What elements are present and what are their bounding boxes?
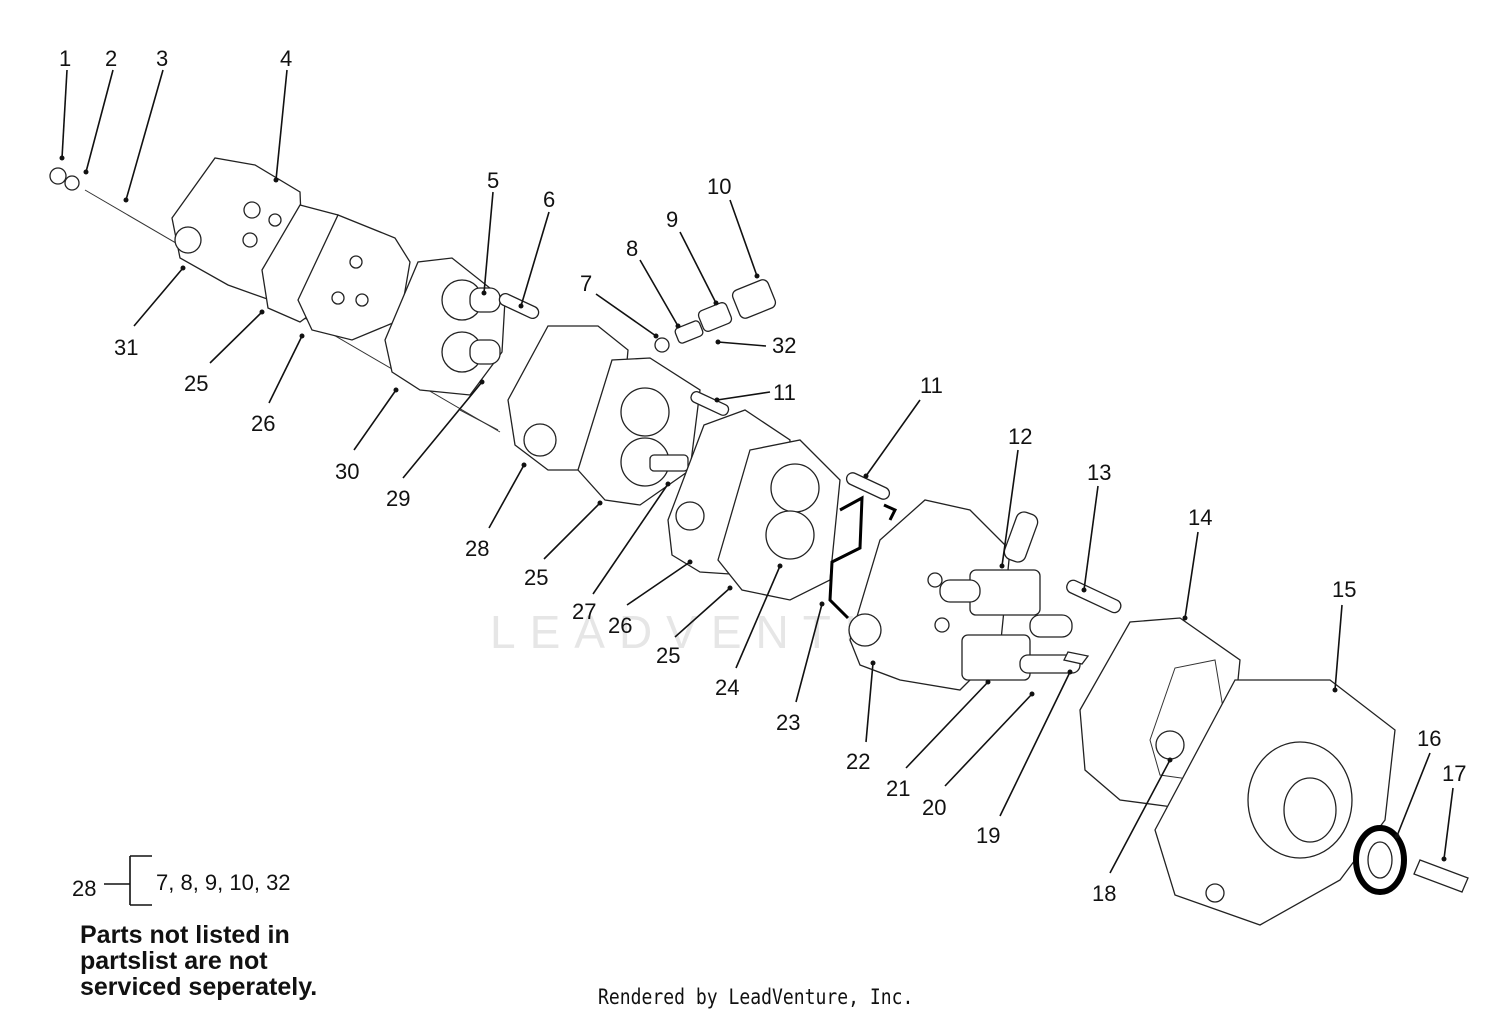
part-gasket: [828, 495, 864, 620]
callout-5: 5: [487, 168, 499, 193]
render-credit: Rendered by LeadVenture, Inc.: [598, 985, 914, 1009]
parts-note: Parts not listed in partslist are not se…: [80, 921, 318, 1001]
part-idler-gear: [961, 634, 1031, 681]
callout-labels: 1 2 3 4 5 6 7 8 9 10 11 11 12 13 14 15 1…: [59, 46, 1466, 906]
callout-7: 7: [580, 271, 592, 296]
part-key: [1413, 859, 1469, 893]
callout-15: 15: [1332, 577, 1356, 602]
part-ball: [654, 337, 670, 353]
part-nut: [49, 167, 67, 185]
callout-14: 14: [1188, 505, 1212, 530]
callout-18: 18: [1092, 881, 1116, 906]
callout-25-right: 25: [656, 643, 680, 668]
callout-2: 2: [105, 46, 117, 71]
callout-10: 10: [707, 174, 731, 199]
callout-17: 16: [1417, 726, 1441, 751]
part-washer: [64, 175, 80, 191]
parts-drawing: [49, 157, 1469, 926]
kit-includes: 7, 8, 9, 10, 32: [156, 870, 291, 895]
callout-6: 6: [543, 187, 555, 212]
callout-29: 29: [386, 486, 410, 511]
callout-4: 4: [280, 46, 292, 71]
callout-26-right: 26: [608, 613, 632, 638]
callout-3: 3: [156, 46, 168, 71]
kit-legend: 28 7, 8, 9, 10, 32: [72, 855, 291, 906]
callout-28: 28: [465, 536, 489, 561]
callout-13: 13: [1087, 460, 1111, 485]
callout-19: 19: [976, 823, 1000, 848]
callout-23: 23: [776, 710, 800, 735]
callout-30: 30: [335, 459, 359, 484]
callout-12: 12: [1008, 424, 1032, 449]
callout-1: 1: [59, 46, 71, 71]
callout-26-left: 26: [251, 411, 275, 436]
callout-16: 17: [1442, 761, 1466, 786]
callout-9: 9: [666, 207, 678, 232]
kit-part-number: 28: [72, 876, 96, 901]
callout-25-left: 25: [184, 371, 208, 396]
callout-32: 32: [772, 333, 796, 358]
callout-8: 8: [626, 236, 638, 261]
part-plate: [297, 214, 411, 341]
callout-24: 24: [715, 675, 739, 700]
callout-11-upper: 11: [773, 380, 796, 405]
part-plug: [731, 279, 777, 319]
callout-27: 27: [572, 599, 596, 624]
leader-lines: [59, 69, 1454, 874]
callout-20: 20: [922, 795, 946, 820]
callout-25-center: 25: [524, 565, 548, 590]
callout-22: 22: [846, 749, 870, 774]
part-shim: [697, 302, 733, 332]
part-seal-18: [1155, 730, 1185, 760]
callout-31: 31: [114, 335, 138, 360]
callout-21: 21: [886, 776, 910, 801]
part-spring: [674, 320, 704, 344]
callout-11-right: 11: [920, 373, 943, 398]
